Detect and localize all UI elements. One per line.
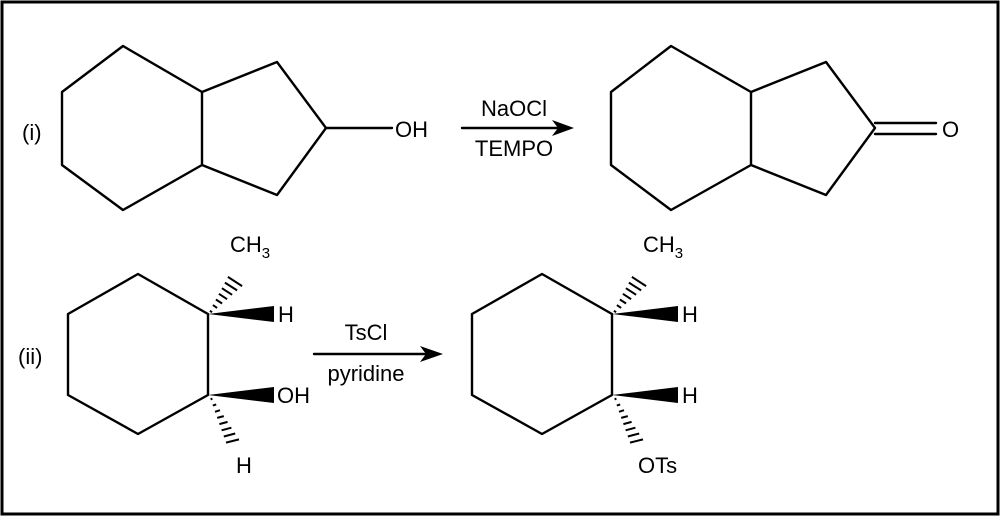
reactant-i-structure	[60, 44, 394, 212]
product-i-structure	[609, 44, 938, 212]
reagent-ii-top: TsCl	[345, 320, 388, 345]
reactant-i-oh: OH	[395, 117, 428, 142]
product-ii-h-top: H	[682, 302, 698, 327]
reactant-ii-h-top: H	[278, 302, 294, 327]
product-ii-ch3-sub: 3	[675, 245, 683, 262]
reaction-label-ii: (ii)	[18, 344, 42, 369]
arrow-ii-head	[420, 346, 443, 362]
reactant-ii-h-wedge	[208, 306, 274, 322]
product-ii-ring	[470, 272, 614, 436]
reaction-arrow-ii	[312, 346, 443, 362]
reactant-ii-ch3-sub: 3	[262, 245, 270, 262]
reactant-ii-h-hash	[210, 397, 240, 444]
reactant-ii-structure	[66, 272, 274, 444]
product-ii-ch3: CH3	[643, 232, 683, 262]
reaction-label-i: (i)	[22, 120, 42, 145]
reactant-ii-ch3-main: CH	[230, 232, 262, 257]
product-i-rings	[609, 44, 877, 212]
product-ii-h-bottom-wedge	[612, 387, 678, 403]
product-ii-ch3-main: CH	[643, 232, 675, 257]
reactant-ii-methyl-hash	[209, 276, 243, 314]
reactant-ii-h-bottom: H	[236, 453, 252, 478]
product-ii-ots: OTs	[638, 453, 677, 478]
product-ii-h-bottom: H	[682, 383, 698, 408]
reagent-i-top: NaOCl	[481, 96, 547, 121]
reactant-ii-ch3: CH3	[230, 232, 270, 262]
product-ii-h-top-wedge	[612, 306, 678, 322]
arrow-i-head	[552, 120, 574, 136]
reagent-ii-bottom: pyridine	[327, 361, 404, 386]
product-ii-ots-hash	[614, 397, 644, 444]
reactant-ii-oh: OH	[277, 383, 310, 408]
product-i-o: O	[942, 117, 959, 142]
reactant-i-rings	[60, 44, 328, 212]
reaction-arrow-i	[460, 120, 574, 136]
reactant-ii-oh-wedge	[208, 387, 274, 403]
product-ii-structure	[470, 272, 678, 444]
product-ii-methyl-hash	[613, 276, 647, 314]
reagent-i-bottom: TEMPO	[475, 136, 553, 161]
reactant-ii-ring	[66, 272, 210, 436]
